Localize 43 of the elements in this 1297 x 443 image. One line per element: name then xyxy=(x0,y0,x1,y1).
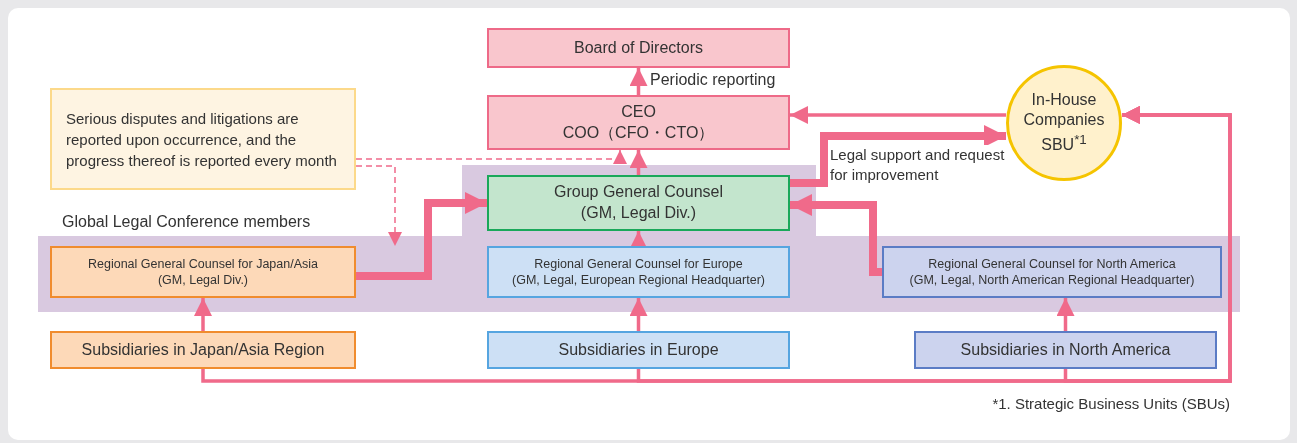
node-text: Subsidiaries in Japan/Asia Region xyxy=(81,339,325,360)
node-text: Serious disputes and litigations are reported upon occurrence, and the progress thereof is reported every month xyxy=(66,108,338,171)
process-box xyxy=(487,95,790,150)
process-box xyxy=(882,246,1222,298)
arrow xyxy=(194,298,212,331)
footnote: *1. Strategic Business Units (SBUs) xyxy=(992,395,1230,412)
arrow xyxy=(1056,298,1075,331)
arrow xyxy=(356,192,487,280)
arrow xyxy=(790,194,882,276)
node-text: Regional General Counsel for Japan/Asia xyxy=(88,255,318,272)
node-text: (GM, Legal, North American Regional Headquarter) xyxy=(909,272,1195,289)
node-text: CEO xyxy=(621,101,656,122)
process-box xyxy=(487,331,790,369)
arrow xyxy=(629,298,648,331)
arrow xyxy=(790,106,1008,124)
edge-label: Legal support and request for improvement xyxy=(830,145,1005,184)
note-box xyxy=(50,88,356,190)
node-text: COO（CFO・CTO） xyxy=(562,122,715,143)
process-box xyxy=(50,331,356,369)
arrow xyxy=(629,150,648,175)
dashed-arrow xyxy=(355,149,627,164)
node-text: (GM, Legal Div.) xyxy=(580,203,697,223)
edge-label: Periodic reporting xyxy=(650,70,776,91)
node-text: Regional General Counsel for Europe xyxy=(534,255,743,272)
dashed-arrow xyxy=(355,165,402,247)
arrow xyxy=(629,68,648,95)
node-text: Subsidiaries in Europe xyxy=(558,339,719,360)
process-box xyxy=(50,246,356,298)
node-text: (GM, Legal Div.) xyxy=(157,272,249,289)
arrow xyxy=(790,125,1006,187)
process-box xyxy=(487,175,790,231)
group-heading: Global Legal Conference members xyxy=(62,213,311,231)
node-text: In-House Companies SBU$^{*1}$ xyxy=(1022,89,1106,156)
process-box xyxy=(487,28,790,68)
node-text: Regional General Counsel for North America xyxy=(928,255,1176,272)
node-text: (GM, Legal, European Regional Headquarter) xyxy=(512,272,765,289)
arrow xyxy=(1063,105,1232,383)
node-text: Board of Directors xyxy=(574,37,703,58)
process-box xyxy=(914,331,1217,369)
node-text: Group General Counsel xyxy=(554,182,723,203)
node-text: Subsidiaries in North America xyxy=(960,339,1171,360)
process-box xyxy=(487,246,790,298)
arrow xyxy=(629,231,648,249)
